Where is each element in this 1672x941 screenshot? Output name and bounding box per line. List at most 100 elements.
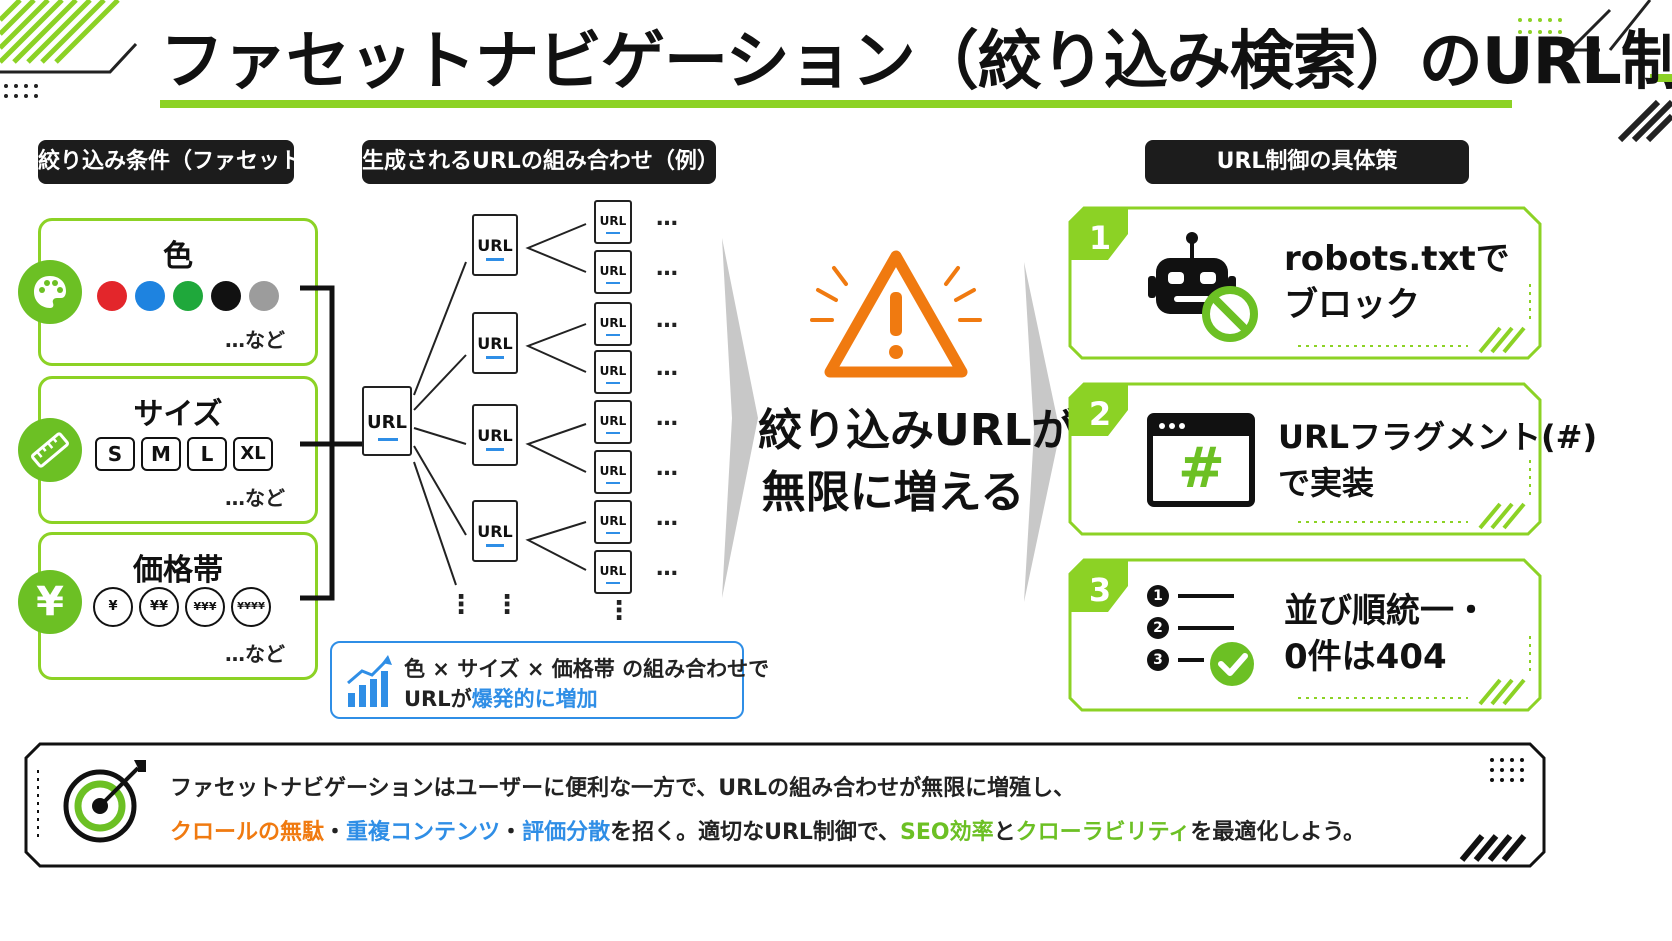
- combination-note-line1: 色 × サイズ × 価格帯 の組み合わせで: [404, 657, 770, 681]
- url-more-ellipsis: …: [656, 308, 678, 333]
- chevron-arrow-right: [1024, 262, 1060, 602]
- url-doc-level1: URL: [472, 404, 518, 466]
- robot-blocked-icon: [1148, 232, 1258, 342]
- url-doc-level2: URL: [594, 550, 632, 594]
- summary-sep: ・: [324, 820, 347, 845]
- url-doc-underline: [486, 258, 504, 261]
- list-number-1: 1: [1153, 588, 1163, 604]
- summary-sep: ・: [500, 820, 523, 845]
- root-url-doc: URL: [362, 386, 412, 456]
- combination-note-line2: URLが爆発的に増加: [404, 683, 598, 713]
- size-option-l: L: [187, 437, 227, 471]
- price-option-1: ¥: [93, 587, 133, 627]
- url-doc-label: URL: [599, 364, 627, 378]
- facet-price-title: 価格帯: [133, 553, 223, 588]
- browser-hash-icon: [1147, 413, 1255, 507]
- warning-message: 絞り込みURLが 無限に増える: [758, 400, 1076, 524]
- url-more-ellipsis: …: [656, 556, 678, 581]
- chevron-arrow-left: [722, 238, 758, 598]
- url-doc-underline: [486, 448, 504, 451]
- url-doc-label: URL: [599, 564, 627, 578]
- url-doc-level2: URL: [594, 350, 632, 394]
- url-doc-level2: URL: [594, 200, 632, 244]
- facet-color-card: 色 …など: [38, 218, 318, 366]
- hash-symbol: #: [1178, 436, 1225, 501]
- list-number-3: 3: [1153, 652, 1163, 668]
- url-doc-label: URL: [599, 214, 627, 228]
- ordered-list-check-icon: [1147, 585, 1254, 686]
- facets-section-label: 絞り込み条件（ファセット）: [38, 140, 324, 184]
- warning-line1: 絞り込みURLが: [758, 405, 1076, 456]
- root-url-label: URL: [367, 412, 407, 433]
- solution-robots-line1: robots.txtで: [1284, 239, 1510, 279]
- summary-mid: を招く。適切なURL制御で、: [610, 820, 901, 845]
- url-doc-label: URL: [477, 426, 513, 445]
- summary-end: を最適化しよう。: [1190, 820, 1365, 845]
- palette-icon: [18, 260, 82, 324]
- combination-note-prefix: URLが: [404, 687, 472, 711]
- color-swatch-red: [97, 281, 127, 311]
- color-swatch-green: [173, 281, 203, 311]
- summary-duplicate-content: 重複コンテンツ: [346, 820, 501, 845]
- url-more-ellipsis: …: [656, 506, 678, 531]
- urls-section-label: 生成されるURLの組み合わせ（例）: [362, 140, 719, 184]
- url-doc-label: URL: [599, 264, 627, 278]
- url-doc-level2: URL: [594, 450, 632, 494]
- url-more-ellipsis: …: [656, 406, 678, 431]
- url-doc-level1: URL: [472, 214, 518, 276]
- warning-line2: 無限に増える: [761, 467, 1025, 518]
- growth-chart-icon: [347, 655, 392, 707]
- ruler-icon: [18, 418, 82, 482]
- combination-note: 色 × サイズ × 価格帯 の組み合わせで URLが爆発的に増加: [330, 641, 769, 719]
- size-option-xl: XL: [233, 437, 273, 471]
- target-arrow-icon: [63, 760, 146, 843]
- yen-icon: ¥: [18, 570, 82, 634]
- url-more-ellipsis: …: [656, 256, 678, 281]
- summary-seo-efficiency: SEO効率: [900, 820, 994, 845]
- summary-rating-split: 評価分散: [522, 820, 611, 845]
- price-option-3: ¥¥¥: [185, 587, 225, 627]
- solution-order-line2: 0件は404: [1284, 637, 1447, 677]
- solution-order-text: 並び順統一・ 0件は404: [1284, 588, 1488, 680]
- url-doc-underline: [606, 432, 620, 434]
- url-doc-level2: URL: [594, 500, 632, 544]
- combination-note-highlight: 爆発的に増加: [471, 687, 598, 711]
- facet-size-card: サイズ S M L XL …など: [38, 376, 318, 524]
- url-doc-level2: URL: [594, 400, 632, 444]
- url-more-ellipsis: …: [656, 206, 678, 231]
- url-doc-underline: [606, 232, 620, 234]
- color-swatch-black: [211, 281, 241, 311]
- solution-robots-line2: ブロック: [1284, 285, 1420, 325]
- summary-crawlability: クローラビリティ: [1015, 820, 1191, 845]
- warning-triangle-icon: [810, 250, 982, 378]
- solution-card-fragment: 2 # URLフラグメント(#) で実装: [1072, 384, 1597, 536]
- solution-fragment-text: URLフラグメント(#) で実装: [1278, 414, 1597, 506]
- facet-color-etc: …など: [225, 328, 285, 352]
- url-doc-underline: [606, 582, 620, 584]
- title-underline: [160, 100, 1512, 108]
- summary-line2: クロールの無駄・重複コンテンツ・評価分散を招く。適切なURL制御で、SEO効率と…: [170, 814, 1365, 846]
- url-doc-label: URL: [477, 522, 513, 541]
- url-vertical-ellipsis: ⋮: [448, 590, 474, 620]
- url-vertical-ellipsis: ⋮: [494, 590, 520, 620]
- solution-order-line1: 並び順統一・: [1284, 591, 1488, 631]
- url-doc-label: URL: [477, 334, 513, 353]
- solution-number-1: 1: [1088, 219, 1112, 257]
- page-title: ファセットナビゲーション（絞り込み検索）のURL制御: [160, 25, 1672, 99]
- facet-size-title: サイズ: [133, 397, 223, 432]
- solution-card-robots: 1 robots.txtで ブロック: [1072, 208, 1542, 360]
- facet-color-title: 色: [163, 239, 193, 274]
- solutions-section-label: URL制御の具体策: [1145, 140, 1469, 184]
- size-option-s: S: [95, 437, 135, 471]
- root-url-underline: [378, 438, 398, 441]
- facet-price-etc: …など: [225, 642, 285, 666]
- facet-size-etc: …など: [225, 486, 285, 510]
- price-option-2: ¥¥: [139, 587, 179, 627]
- color-swatch-gray: [249, 281, 279, 311]
- corner-decoration-top-right: [1518, 0, 1672, 143]
- corner-decoration-top-left: [0, 0, 138, 98]
- summary-box-frame: [24, 742, 1546, 868]
- solution-fragment-line2: で実装: [1278, 464, 1375, 502]
- url-doc-underline: [606, 282, 620, 284]
- url-doc-underline: [606, 382, 620, 384]
